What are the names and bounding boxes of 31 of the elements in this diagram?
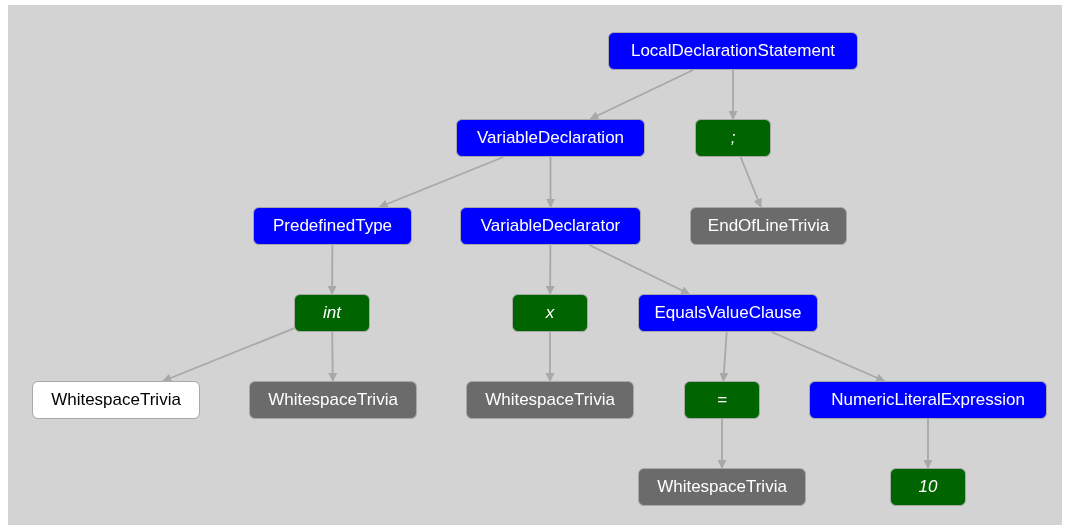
arrow <box>739 156 762 208</box>
trivia-box: EndOfLineTrivia <box>690 207 847 245</box>
arrow <box>327 244 337 295</box>
arrow <box>545 331 555 382</box>
arrow <box>378 156 505 209</box>
token-box: int <box>294 294 370 332</box>
arrow <box>546 156 555 208</box>
arrow <box>770 331 886 382</box>
syntax-node-box: VariableDeclarator <box>460 207 641 245</box>
syntax-node-box: LocalDeclarationStatement <box>608 32 858 70</box>
arrow <box>162 327 295 383</box>
arrow <box>545 244 555 295</box>
trivia-box: WhitespaceTrivia <box>466 381 634 419</box>
token-box: 10 <box>890 468 966 506</box>
token-box: x <box>512 294 588 332</box>
trivia-box: WhitespaceTrivia <box>638 468 806 506</box>
arrow <box>923 418 933 469</box>
arrow <box>728 69 738 120</box>
syntax-node-box: PredefinedType <box>253 207 412 245</box>
trivia-box: WhitespaceTrivia <box>249 381 417 419</box>
token-box: ; <box>695 119 771 157</box>
arrow <box>588 244 691 295</box>
arrow <box>717 418 727 469</box>
arrow <box>328 331 338 382</box>
token-box: = <box>684 381 760 419</box>
syntax-node-box: EqualsValueClause <box>638 294 818 332</box>
arrow <box>589 69 695 120</box>
arrow <box>719 331 729 382</box>
trivia-box: WhitespaceTrivia <box>32 381 200 419</box>
syntax-node-box: VariableDeclaration <box>456 119 645 157</box>
syntax-node-box: NumericLiteralExpression <box>809 381 1047 419</box>
